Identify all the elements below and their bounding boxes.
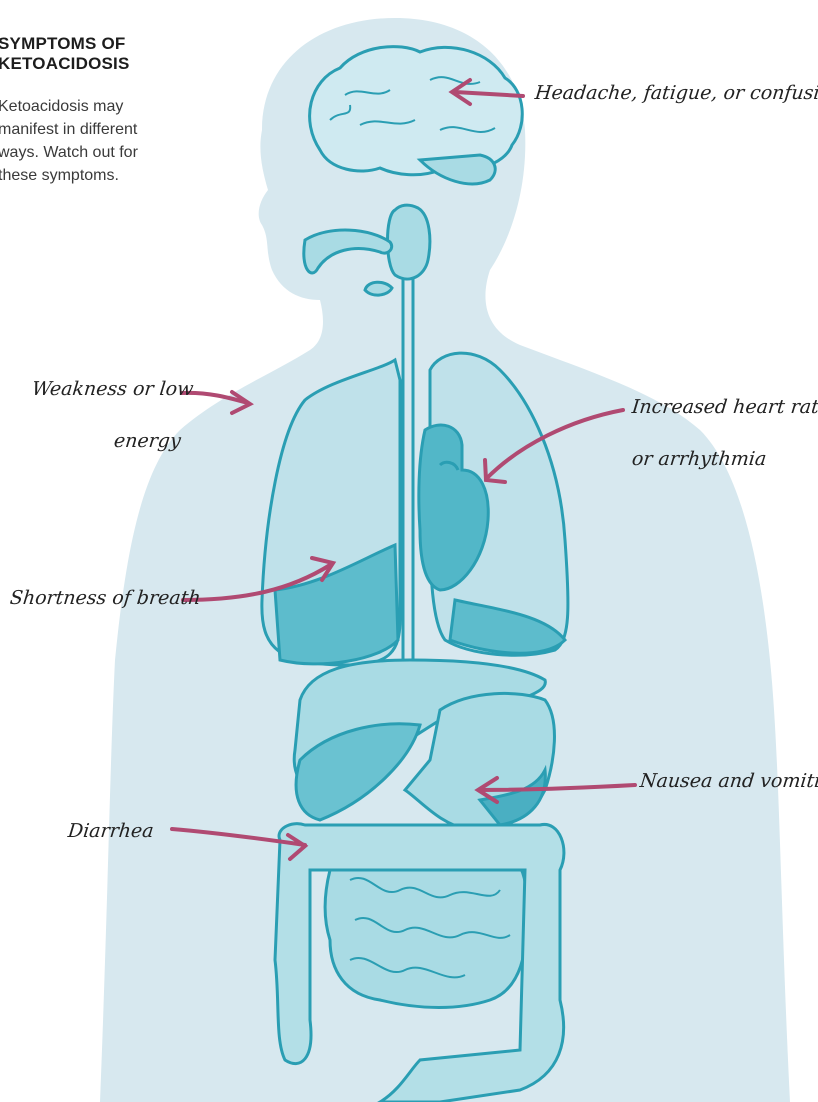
intro-line-1: Ketoacidosis may bbox=[0, 95, 183, 118]
label-diarrhea: Diarrhea bbox=[67, 820, 155, 842]
label-weakness-line-2: energy bbox=[113, 430, 182, 452]
label-nausea: Nausea and vomiting bbox=[639, 770, 818, 792]
brain bbox=[310, 47, 523, 184]
infographic-title: SYMPTOMS OF KETOACIDOSIS bbox=[0, 34, 198, 74]
label-heart-line-2: or arrhythmia bbox=[631, 448, 768, 470]
intro-text: Ketoacidosis may manifest in different w… bbox=[0, 95, 183, 187]
title-line-2: KETOACIDOSIS bbox=[0, 54, 198, 74]
intro-line-3: ways. Watch out for bbox=[0, 141, 183, 164]
intro-line-4: these symptoms. bbox=[0, 164, 183, 187]
label-shortness-of-breath: Shortness of breath bbox=[9, 587, 202, 609]
intro-line-2: manifest in different bbox=[0, 118, 183, 141]
label-headache: Headache, fatigue, or confusion bbox=[534, 82, 818, 104]
title-line-1: SYMPTOMS OF bbox=[0, 34, 198, 54]
label-weakness-line-1: Weakness or low bbox=[31, 378, 195, 400]
label-heart-line-1: Increased heart rate bbox=[631, 396, 818, 418]
